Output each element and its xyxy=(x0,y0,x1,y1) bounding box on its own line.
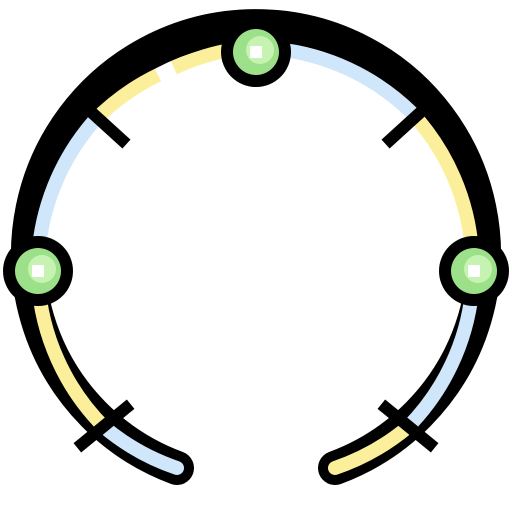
tick-lower-left xyxy=(73,399,135,453)
band-segment-lower-right xyxy=(328,420,415,475)
band-segment-lower-left xyxy=(97,420,184,475)
band-segment-top-right xyxy=(275,42,417,119)
bracelet-beads xyxy=(3,17,509,306)
bead-left xyxy=(3,236,73,306)
bracelet-band-outline xyxy=(11,9,501,485)
band-segment-right-upper xyxy=(406,108,479,253)
tick-lower-right xyxy=(377,399,439,453)
bead-left-highlight xyxy=(32,265,44,277)
tick-upper-right xyxy=(381,91,443,149)
bead-top-highlight xyxy=(250,46,262,58)
bead-right-highlight xyxy=(468,265,480,277)
bead-top xyxy=(221,17,291,87)
bead-right xyxy=(439,236,509,306)
band-segment-right-lower xyxy=(402,291,479,432)
tick-upper-left xyxy=(69,91,131,149)
bracelet-tick-marks xyxy=(69,91,443,453)
